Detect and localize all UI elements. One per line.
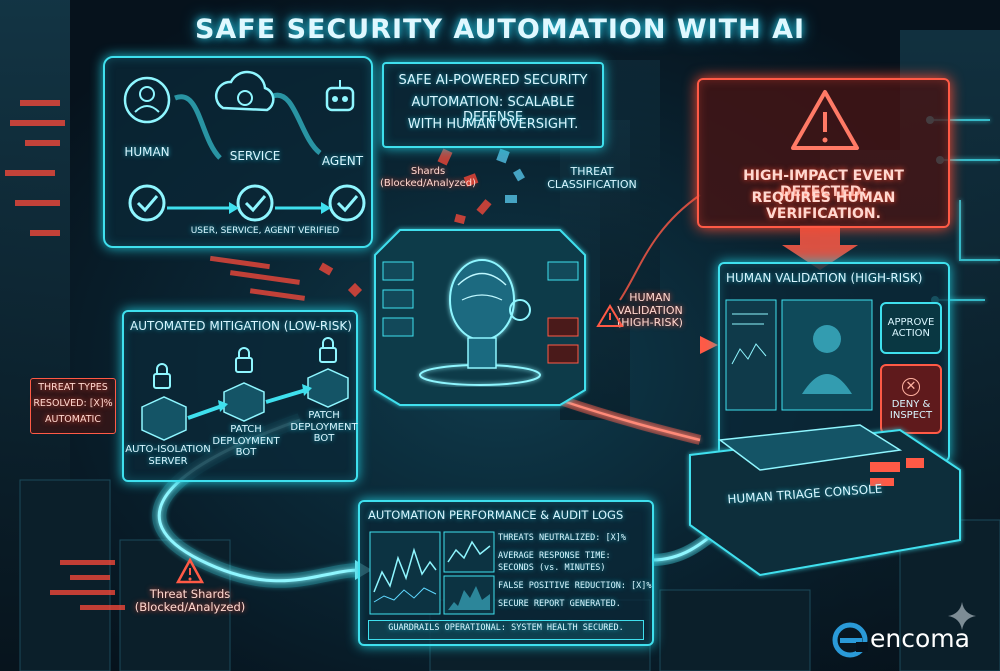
deny-close-icon: ✕ bbox=[902, 377, 920, 396]
high-impact-alert-panel: HIGH-IMPACT EVENT DETECTED: REQUIRES HUM… bbox=[697, 78, 950, 228]
mitigation-title: AUTOMATED MITIGATION (LOW-RISK) bbox=[130, 319, 352, 333]
stat-response-time-line-2: SECONDS (vs. MINUTES) bbox=[498, 563, 606, 573]
threat-types-line-3: AUTOMATIC bbox=[45, 414, 101, 425]
bottom-threat-shards-line-1: Threat Shards bbox=[149, 587, 231, 601]
human-validation-line-2: VALIDATION bbox=[617, 303, 683, 317]
mission-line-3: WITH HUMAN OVERSIGHT. bbox=[407, 117, 579, 132]
identity-service-label: SERVICE bbox=[229, 149, 281, 163]
bottom-threat-shards-line-2: (Blocked/Analyzed) bbox=[134, 600, 246, 615]
deny-inspect-button[interactable]: ✕ DENY & INSPECT bbox=[880, 364, 942, 434]
validation-graphic bbox=[725, 299, 873, 455]
human-validation-line-3: (HIGH-RISK) bbox=[617, 316, 683, 330]
node-2-line-3: BOT bbox=[235, 447, 257, 458]
approve-line-2: ACTION bbox=[891, 328, 931, 339]
threat-types-badge: THREAT TYPES RESOLVED: [X]% AUTOMATIC bbox=[30, 378, 116, 434]
page-title: SAFE SECURITY AUTOMATION WITH AI bbox=[194, 14, 806, 45]
threat-classification-label: THREAT CLASSIFICATION bbox=[537, 165, 647, 191]
stat-false-positive: FALSE POSITIVE REDUCTION: [X]% bbox=[498, 581, 652, 591]
brand-logo: encoma bbox=[832, 620, 996, 660]
identity-verified-label: USER, SERVICE, AGENT VERIFIED bbox=[190, 226, 340, 236]
validation-title: HUMAN VALIDATION (HIGH-RISK) bbox=[726, 271, 923, 285]
performance-title: AUTOMATION PERFORMANCE & AUDIT LOGS bbox=[368, 508, 624, 522]
mission-line-1: SAFE AI-POWERED SECURITY bbox=[398, 73, 588, 88]
shards-label-top: Shards (Blocked/Analyzed) bbox=[378, 166, 478, 189]
stat-response-time-line-1: AVERAGE RESPONSE TIME: bbox=[498, 551, 611, 561]
node-3-line-2: DEPLOYMENT bbox=[290, 421, 358, 433]
alert-line-2: REQUIRES HUMAN VERIFICATION. bbox=[751, 190, 896, 223]
mission-banner: SAFE AI-POWERED SECURITY AUTOMATION: SCA… bbox=[382, 62, 604, 148]
brand-name: encoma bbox=[870, 624, 970, 653]
stat-threats-neutralized: THREATS NEUTRALIZED: [X]% bbox=[498, 533, 626, 543]
encoma-logo-icon bbox=[832, 622, 868, 658]
mitigation-node-2-label: PATCH DEPLOYMENT BOT bbox=[210, 424, 282, 459]
node-2-line-1: PATCH bbox=[230, 424, 262, 435]
threat-types-line-1: THREAT TYPES bbox=[38, 382, 108, 393]
stat-secure-report: SECURE REPORT GENERATED. bbox=[498, 599, 621, 609]
guardrails-status-bar: GUARDRAILS OPERATIONAL: SYSTEM HEALTH SE… bbox=[368, 620, 644, 640]
approve-action-button[interactable]: APPROVE ACTION bbox=[880, 302, 942, 354]
shards-label-line-1: Shards bbox=[410, 166, 446, 177]
automated-mitigation-panel: AUTOMATED MITIGATION (LOW-RISK) AUTO-ISO… bbox=[122, 310, 358, 482]
node-3-line-1: PATCH bbox=[308, 410, 340, 421]
mission-line-2: AUTOMATION: SCALABLE DEFENSE bbox=[411, 95, 575, 125]
performance-audit-panel: AUTOMATION PERFORMANCE & AUDIT LOGS THRE… bbox=[358, 500, 654, 646]
approve-line-1: APPROVE bbox=[887, 317, 935, 328]
identity-agent-label: AGENT bbox=[321, 154, 364, 168]
mitigation-node-1-label: AUTO-ISOLATION SERVER bbox=[124, 444, 212, 467]
identity-flow-graphic bbox=[123, 70, 366, 222]
identity-human-label: HUMAN bbox=[124, 145, 170, 159]
alert-line-1: HIGH-IMPACT EVENT DETECTED: bbox=[743, 168, 904, 201]
performance-charts bbox=[369, 531, 495, 615]
human-validation-label: HUMAN VALIDATION (HIGH-RISK) bbox=[605, 291, 695, 330]
classification-line-1: THREAT bbox=[570, 165, 614, 178]
warning-icon bbox=[791, 90, 859, 150]
node-2-line-2: DEPLOYMENT bbox=[212, 435, 280, 447]
threat-types-line-2: RESOLVED: [X]% bbox=[33, 398, 113, 409]
node-3-line-3: BOT bbox=[313, 433, 335, 444]
human-validation-line-1: HUMAN bbox=[629, 291, 671, 304]
deny-line-2: INSPECT bbox=[889, 409, 933, 421]
node-1-line-1: AUTO-ISOLATION bbox=[125, 444, 211, 455]
guardrails-status-text: GUARDRAILS OPERATIONAL: SYSTEM HEALTH SE… bbox=[388, 623, 624, 633]
node-1-line-2: SERVER bbox=[148, 455, 188, 467]
deny-line-1: DENY & bbox=[891, 398, 931, 410]
identity-verification-panel: HUMAN SERVICE AGENT USER, SERVICE, AGENT… bbox=[103, 56, 373, 248]
bottom-threat-shards-label: Threat Shards (Blocked/Analyzed) bbox=[128, 587, 252, 615]
classification-line-2: CLASSIFICATION bbox=[547, 177, 637, 191]
shards-label-line-2: (Blocked/Analyzed) bbox=[379, 177, 477, 189]
mitigation-flow-graphic bbox=[141, 337, 349, 441]
mitigation-node-3-label: PATCH DEPLOYMENT BOT bbox=[288, 410, 360, 445]
